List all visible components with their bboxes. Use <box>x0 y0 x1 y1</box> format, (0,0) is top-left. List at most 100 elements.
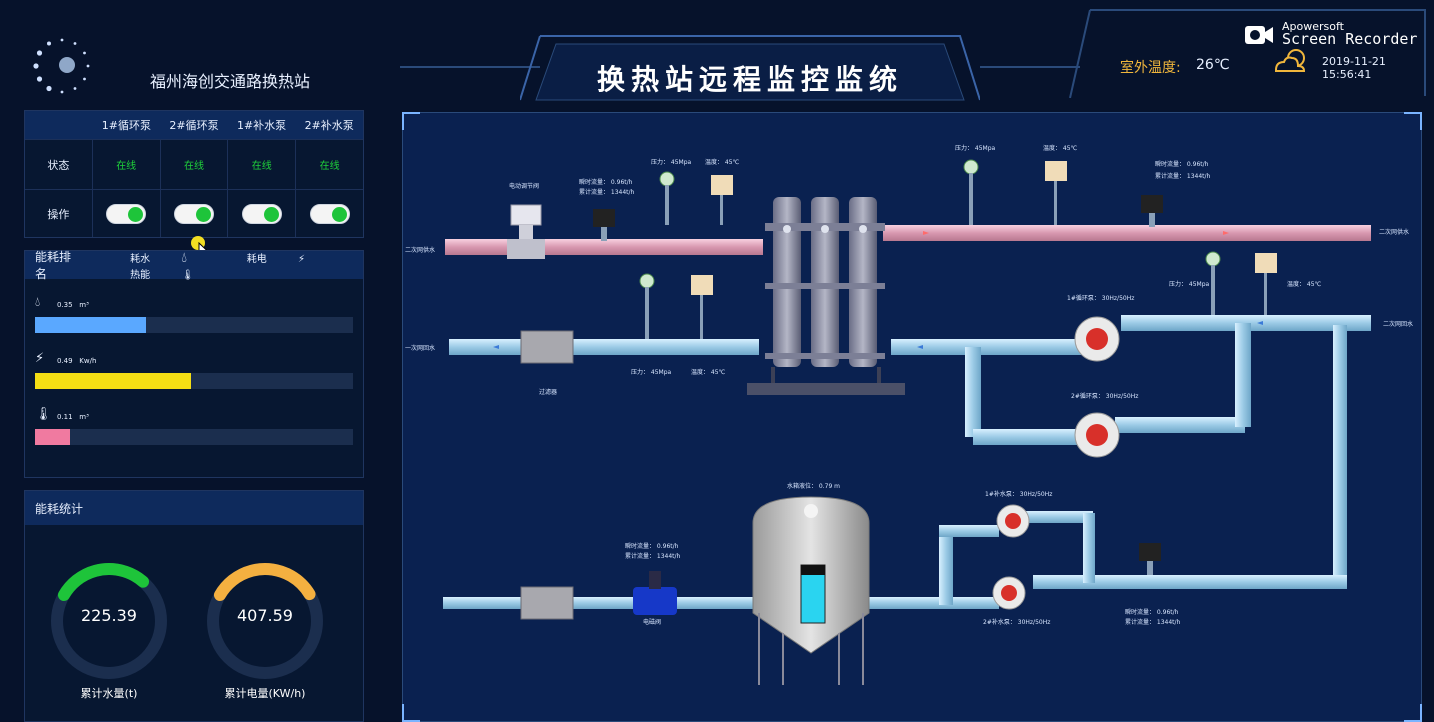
pressure-readout: 压力： 45Mpa <box>651 159 692 166</box>
title-frame: 换热站远程监控监统 <box>519 30 981 102</box>
pump-inlet-pipe <box>891 339 1081 355</box>
outdoor-temp-value: 26℃ <box>1196 57 1230 73</box>
energy-rank-panel: 能耗排名 耗水 💧︎ 耗电 ⚡︎ 热能 🌡︎ 💧︎ 0.35 m³ ⚡︎ 0.4… <box>24 250 364 478</box>
makeup-pump-2-icon <box>992 576 1026 610</box>
pipe-label: 二次网供水 <box>405 247 436 254</box>
supply-pipe-right <box>883 225 1371 241</box>
flow-readout: 瞬时流量： 0.96t/h <box>579 179 633 186</box>
flow-readout: 累计流量： 1344t/h <box>1125 619 1181 626</box>
frame-corner <box>1404 704 1422 722</box>
bar-unit: m³ <box>79 301 89 309</box>
flow-readout: 瞬时流量： 0.96t/h <box>1155 161 1209 168</box>
water-drop-icon: 💧︎ <box>181 249 187 266</box>
filter-icon <box>520 586 574 620</box>
bar-value: 0.11 <box>57 413 73 421</box>
status-badge: 在线 <box>295 140 363 189</box>
pressure-gauge-icon <box>963 159 979 225</box>
temp-readout: 温度： 45℃ <box>1287 281 1322 288</box>
lightning-icon: ⚡︎ <box>35 351 45 366</box>
water-tank <box>752 496 870 685</box>
column-header: 1#循环泵 <box>101 119 151 132</box>
panel-title: 能耗排名 <box>35 250 72 281</box>
power-bar-fill <box>35 373 191 389</box>
screen-recorder-watermark: Apowersoft Screen Recorder <box>1244 20 1424 50</box>
pipe-label: 一次网回水 <box>405 345 436 352</box>
outdoor-temp-label: 室外温度: <box>1120 60 1181 76</box>
lightning-icon: ⚡︎ <box>297 253 305 265</box>
temperature-sensor-icon <box>1045 161 1067 225</box>
thermometer-icon: 🌡︎ <box>181 269 195 281</box>
filter-icon <box>520 330 574 364</box>
title-frame-shape <box>519 35 981 101</box>
flow-readout: 瞬时流量： 0.96t/h <box>1125 609 1179 616</box>
pipe-network <box>443 159 1371 685</box>
status-badge: 在线 <box>159 140 228 189</box>
pump-readout: 2#补水泵： 30Hz/50Hz <box>983 619 1051 626</box>
flow-meter-icon <box>1139 543 1161 575</box>
tab-power[interactable]: 耗电 ⚡︎ <box>246 253 305 265</box>
pump1-toggle[interactable] <box>106 203 147 224</box>
pump-readout: 2#循环泵： 30Hz/50Hz <box>1071 393 1139 400</box>
column-header: 2#补水泵 <box>304 119 354 132</box>
frame-corner <box>1404 112 1422 130</box>
filter-label: 过滤器 <box>539 389 558 396</box>
water-gauge-label: 累计水量(t) <box>80 687 138 700</box>
electric-valve-icon <box>507 204 545 259</box>
camera-icon <box>1245 26 1273 44</box>
status-row: 状态 在线 在线 在线 在线 <box>25 139 363 189</box>
header-line-left <box>400 66 540 68</box>
temp-readout: 温度： 45℃ <box>705 159 740 166</box>
recorder-brand: Apowersoft <box>1282 20 1344 33</box>
pump-readout: 1#循环泵： 30Hz/50Hz <box>1067 295 1135 302</box>
row-label: 操作 <box>47 207 70 221</box>
column-header: 2#循环泵 <box>169 119 219 132</box>
flow-readout: 累计流量： 1344t/h <box>1155 173 1211 180</box>
energy-rank-header: 能耗排名 耗水 💧︎ 耗电 ⚡︎ 热能 🌡︎ <box>25 249 363 281</box>
datetime: 2019-11-21 15:56:41 <box>1322 55 1386 81</box>
flow-readout: 累计流量： 1344t/h <box>625 553 681 560</box>
makeup-pump-1-icon <box>996 504 1030 538</box>
flow-meter-icon <box>593 209 615 241</box>
page-title: 换热站远程监控监统 <box>596 63 903 96</box>
pressure-readout: 压力： 45Mpa <box>1169 281 1210 288</box>
frame-corner <box>402 112 420 130</box>
solenoid-valve-icon <box>633 571 677 615</box>
tab-water[interactable]: 耗水 💧︎ <box>130 249 187 266</box>
status-badge: 在线 <box>91 140 160 189</box>
weather-cloud-sun-icon <box>1275 49 1306 72</box>
pump-readout: 1#补水泵： 30Hz/50Hz <box>985 491 1053 498</box>
water-gauge-value: 225.39 <box>81 606 137 625</box>
pump-status-table: 1#循环泵 2#循环泵 1#补水泵 2#补水泵 状态 在线 在线 在线 在线 操… <box>24 110 364 238</box>
pump2-toggle[interactable] <box>173 203 214 224</box>
makeup2-toggle[interactable] <box>309 203 350 224</box>
bar-unit: Kw/h <box>79 357 97 365</box>
tab-heat[interactable]: 热能 🌡︎ <box>130 269 195 281</box>
circulation-pump-2-icon <box>1074 412 1120 458</box>
flow-readout: 瞬时流量： 0.96t/h <box>625 543 679 550</box>
header-line-right <box>980 66 1080 68</box>
bar-unit: m³ <box>79 413 89 421</box>
process-diagram: 二次网供水 二次网供水 一次网回水 二次网回水 电动调节阀 过滤器 电磁阀 压力… <box>402 112 1422 722</box>
water-drop-icon: 💧︎ <box>35 295 41 310</box>
heat-exchanger <box>747 197 905 395</box>
operation-row: 操作 <box>25 189 363 237</box>
pressure-readout: 压力： 45Mpa <box>955 145 996 152</box>
column-header: 1#补水泵 <box>236 119 287 132</box>
title-deco-right <box>1069 9 1426 98</box>
flow-arrows-blue <box>493 321 1263 349</box>
status-badge: 在线 <box>227 140 295 189</box>
flow-meter-icon <box>1141 195 1163 227</box>
heat-bar-fill <box>35 429 70 445</box>
pipe-label: 二次网供水 <box>1379 229 1410 236</box>
water-bar-fill <box>35 317 147 333</box>
temperature-sensor-icon <box>1255 253 1277 315</box>
temperature-sensor-icon <box>691 275 713 339</box>
circulation-pump-1-icon <box>1074 316 1120 362</box>
power-gauge <box>207 563 323 679</box>
makeup1-toggle[interactable] <box>241 203 282 224</box>
energy-stats-panel: 能耗统计 225.39 累计水量(t) 407.59 累计电量(KW/h) <box>24 490 364 722</box>
tank-level-readout: 水箱液位： 0.79 m <box>787 483 841 490</box>
pressure-gauge-icon <box>1205 251 1221 315</box>
temperature-sensor-icon <box>711 175 733 225</box>
water-gauge <box>51 563 167 679</box>
